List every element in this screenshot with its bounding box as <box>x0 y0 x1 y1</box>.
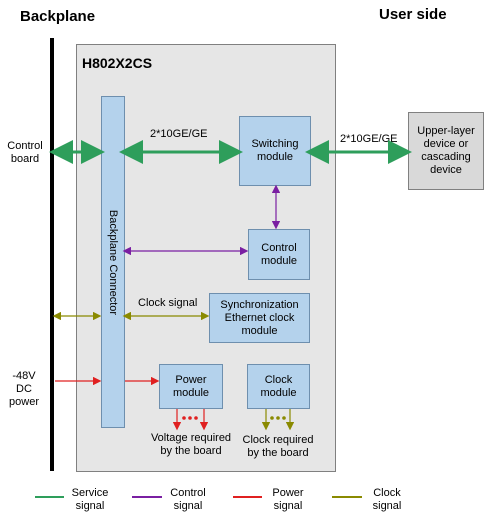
power-module: Power module <box>159 364 223 409</box>
legend-service-label: Service signal <box>71 487 109 512</box>
upper-layer-device: Upper-layer device or cascading device <box>408 112 484 190</box>
power-dot-3 <box>194 416 198 420</box>
clock-dot-3 <box>282 416 286 420</box>
clock-module: Clock module <box>247 364 310 409</box>
clock-signal-label: Clock signal <box>138 297 198 309</box>
backplane-title: Backplane <box>20 8 96 25</box>
user-side-title: User side <box>379 6 447 23</box>
clock-dot-1 <box>270 416 274 420</box>
legend-power-label: Power signal <box>272 487 304 512</box>
power-input-label: -48V DC power <box>9 370 39 408</box>
power-dot-2 <box>188 416 192 420</box>
voltage-required-label: Voltage required by the board <box>150 432 232 457</box>
backplane-bar <box>50 38 54 471</box>
clock-required-label: Clock required by the board <box>242 434 314 459</box>
left-bandwidth-label: 2*10GE/GE <box>150 128 208 140</box>
power-dot-1 <box>182 416 186 420</box>
legend-clock-label: Clock signal <box>372 487 402 512</box>
board-title: H802X2CS <box>82 55 153 71</box>
clock-dot-2 <box>276 416 280 420</box>
control-board-label: Control board <box>7 140 43 165</box>
sync-ethernet-clock-module: Synchronization Ethernet clock module <box>209 293 310 343</box>
legend-control-label: Control signal <box>170 487 206 512</box>
control-module: Control module <box>248 229 310 280</box>
